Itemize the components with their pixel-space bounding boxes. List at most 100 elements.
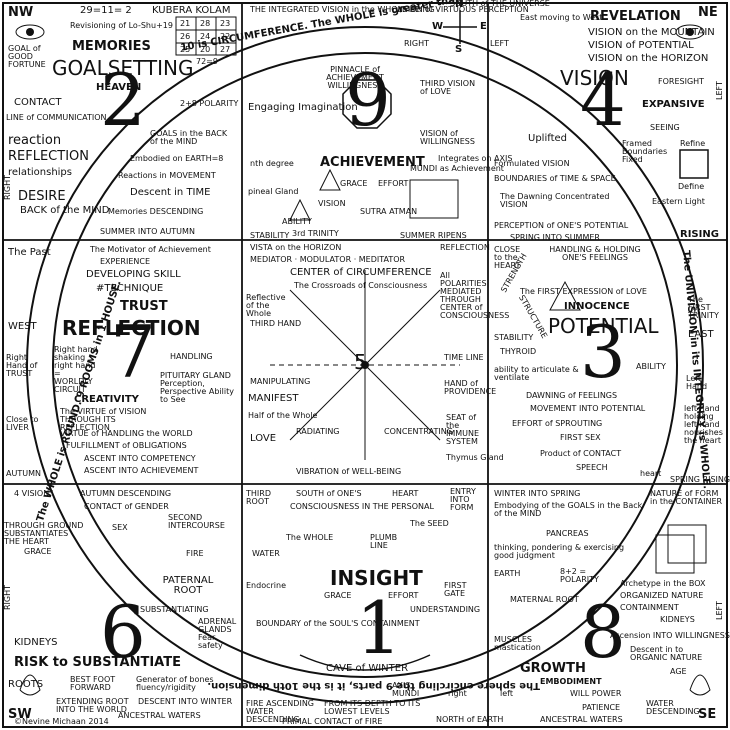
- cell-text: MOVEMENT INTO POTENTIAL: [530, 404, 646, 413]
- cell-text: nth degree: [250, 159, 294, 168]
- cell-text: VISION of POTENTIAL: [588, 40, 694, 51]
- grid-squares-icon: [409, 179, 459, 219]
- cell-text: HEAVEN: [96, 82, 142, 93]
- compass-s: S: [455, 44, 463, 55]
- header-kubera: KUBERA KOLAM: [152, 5, 231, 16]
- cell-number-9: 9: [345, 58, 391, 142]
- cell-text: VISION on the HORIZON: [588, 53, 709, 64]
- cell-text: Memories DESCENDING: [108, 207, 204, 216]
- grid-cell: 28: [200, 19, 211, 28]
- cell-text: LEFT: [715, 601, 724, 620]
- octagon-icon: [342, 79, 392, 129]
- cell-text: Product of CONTACT: [540, 449, 622, 458]
- cell-text: ADRENAL GLANDS Fear safety: [198, 617, 237, 650]
- cell-text: RIGHT: [3, 174, 12, 200]
- cell-text: MUNDI as Achievement: [410, 164, 504, 173]
- cell-text: REFLECTION: [440, 243, 490, 252]
- cell-text: ASCENT INTO ACHIEVEMENT: [84, 466, 199, 475]
- cell-text: ASCENT INTO COMPETENCY: [84, 454, 196, 463]
- cell-text: WILL POWER: [570, 689, 622, 698]
- cell-text: DEVELOPING SKILL: [86, 269, 181, 280]
- cell-text: UNDERSTANDING: [410, 605, 481, 614]
- compass-left: LEFT: [490, 39, 509, 48]
- signature: ©Nevine Michaan 2014: [14, 717, 109, 726]
- cell-text: EXTENDING ROOT INTO THE WORLD: [56, 697, 129, 714]
- cell-text: Descent in to ORGANIC NATURE: [630, 645, 703, 662]
- cell-text: DESIRE: [18, 189, 66, 204]
- cell-text: THYROID: [500, 347, 537, 356]
- cell-text: TRUST: [120, 299, 168, 314]
- cell-text: STABILITY: [494, 333, 534, 342]
- lo-shu-grid: [175, 16, 237, 56]
- cell-text: Endocrine: [246, 581, 286, 590]
- grid-cell: 25: [180, 45, 191, 54]
- cell-text: Close to LIVER: [6, 415, 39, 432]
- cell-text: The VIRTUE of VISION THROUGH ITS REFLECT…: [60, 407, 147, 432]
- cell-text: All POLARITIES MEDIATED THROUGH CENTER o…: [440, 271, 510, 320]
- cave-bowl-icon: [299, 654, 431, 671]
- cell-text: THROUGH GROUND SUBSTANTIATES THE HEART: [4, 521, 84, 546]
- cell-text: CAVE of WINTER: [326, 663, 409, 674]
- cell-text: STABILITY: [250, 231, 290, 240]
- cell-text: PATERNAL ROOT: [162, 575, 214, 596]
- cell-text: SPRING RISING: [670, 475, 730, 484]
- cell-text: PERCEPTION of ONE'S POTENTIAL: [494, 221, 629, 230]
- cell-number-4: 4: [580, 58, 626, 142]
- cell-text: EFFORT: [378, 179, 409, 188]
- cell-text: ENTRY INTO FORM: [450, 487, 476, 512]
- cell-text: CONTACT: [14, 97, 62, 108]
- corner-sw: SW: [8, 707, 32, 722]
- cell-text: MANIFEST: [248, 393, 299, 404]
- header-integrated: THE INTEGRATED VISION in the WHOLE BEING: [250, 5, 435, 14]
- outer-circle: [26, 26, 704, 704]
- cell-text: BACK of the MIND: [20, 205, 110, 216]
- cell-text: Integrates on AXIS: [438, 154, 513, 163]
- cell-text: The WHOLE: [286, 533, 334, 542]
- cell-text: right: [448, 689, 467, 698]
- ring-text-bottom: The sphere encircling the 9 parts, it is…: [207, 680, 540, 691]
- cell-text: LINE of COMMUNICATION: [6, 113, 107, 122]
- eye-icon: [15, 24, 45, 40]
- cell-text: PATIENCE: [582, 703, 621, 712]
- cell-text: CENTER of CIRCUMFERENCE: [290, 267, 432, 278]
- cell-text: heart: [640, 469, 662, 478]
- cell-number-3: 3: [580, 310, 626, 394]
- cell-text: VISTA on the HORIZON: [250, 243, 342, 252]
- cell-text: Reactions in MOVEMENT: [118, 171, 216, 180]
- cell-text: MANIPULATING: [250, 377, 311, 386]
- cell-text: The FIRST EXPRESSION of LOVE: [520, 287, 647, 296]
- cell-text: Formulated VISION: [494, 159, 570, 168]
- cube-icon: [655, 524, 707, 574]
- cell-text: CONCENTRATING: [384, 427, 453, 436]
- cell-text: TIME LINE: [444, 353, 484, 362]
- corner-ne: NE: [698, 5, 718, 20]
- cell-text: Embodying of the GOALS in the Back of th…: [494, 501, 643, 518]
- cell-text: FIRST GATE: [444, 581, 467, 598]
- cell-text: GOALS in the BACK of the MIND: [150, 129, 228, 146]
- cell-text: The FIRST TRINITY: [688, 295, 719, 320]
- compass-n: N: [455, 0, 464, 10]
- cell-text: GOAL of GOOD FORTUNE: [8, 44, 46, 69]
- cell-text: left hand holding left hand nourishes th…: [684, 404, 723, 445]
- cell-text: CREATIVITY: [74, 394, 139, 405]
- cell-text: Right Hand of TRUST: [6, 353, 38, 378]
- cell-text: RISING: [680, 229, 719, 240]
- compass-right: RIGHT: [404, 39, 430, 48]
- cell-text: The Dawning Concentrated VISION: [500, 192, 610, 209]
- cell-text: NORTH of EARTH: [436, 715, 504, 724]
- cell-text: The Crossroads of Consciousness: [294, 281, 428, 290]
- grid-cell: 27: [220, 45, 231, 54]
- cell-text: AGE: [670, 667, 687, 676]
- cell-text: Engaging Imagination: [248, 102, 358, 113]
- header-lo-shu: Revisioning of Lo-Shu+19: [70, 21, 173, 30]
- cell-text: AXIS MUNDI: [392, 681, 420, 698]
- triangle-icon: [319, 168, 341, 191]
- cell-text: WINTER INTO SPRING: [494, 489, 581, 498]
- cell-text: SUMMER RIPENS: [400, 231, 467, 240]
- cell-text: 4 VISION: [14, 489, 50, 498]
- cell-text: AUTUMN DESCENDING: [80, 489, 172, 498]
- cell-text: Embodied on EARTH=8: [130, 154, 224, 163]
- cell-text: FIRE ASCENDING WATER DESCENDING: [246, 699, 314, 724]
- cell-text: FULFILLMENT of OBLIGATIONS: [66, 441, 187, 450]
